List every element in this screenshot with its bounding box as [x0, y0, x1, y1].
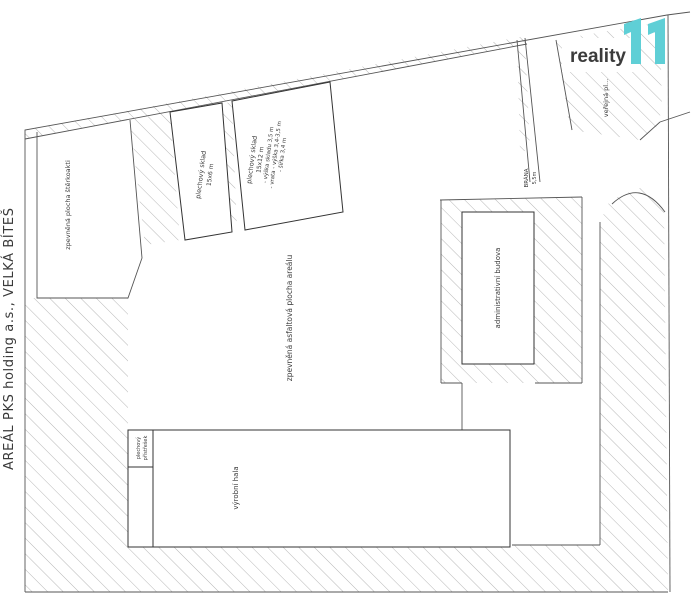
hatch-between-sheds: [130, 112, 180, 245]
logo-mark: [624, 18, 665, 64]
annex-label-1: plechový: [135, 437, 142, 460]
gravel-area-label: zpevněná plocha štěrkoakti: [64, 160, 72, 250]
site-lines: [24, 11, 691, 593]
shed-large-spec-3: - šířka 3,4 m: [277, 137, 288, 172]
reality-logo: reality: [562, 18, 665, 72]
hatch-top-band: [25, 36, 527, 139]
site-title: AREÁL PKS holding a.s., VELKÁ BÍTEŠ: [1, 207, 17, 470]
logo-text: reality: [570, 46, 626, 67]
shed-small-size: 15x6 m: [206, 163, 216, 187]
annex-label-2: přístřešek: [142, 436, 149, 461]
gate-label: BRÁNA: [523, 168, 530, 187]
hatch-left-bottom: [25, 298, 512, 592]
production-hall: [152, 429, 511, 548]
production-hall-label: výrobní hala: [232, 466, 240, 509]
hatch-gate-top: [517, 38, 530, 152]
hatch-right-curve: [512, 188, 668, 592]
admin-building-label: administrativní budova: [494, 248, 502, 329]
buildings: [127, 81, 535, 548]
gate-width: 5,5m: [532, 171, 538, 184]
admin-building: [461, 211, 535, 365]
asphalt-area-label: zpevněná asfaltová plocha areálu: [285, 255, 294, 382]
site-boundary: [24, 11, 691, 592]
public-area-label: veřejná pl...: [602, 79, 610, 117]
shed-large: [231, 81, 344, 231]
shed-small: [169, 102, 233, 241]
annex: [127, 429, 154, 548]
shed-large-size: 15x12 m: [255, 146, 265, 173]
